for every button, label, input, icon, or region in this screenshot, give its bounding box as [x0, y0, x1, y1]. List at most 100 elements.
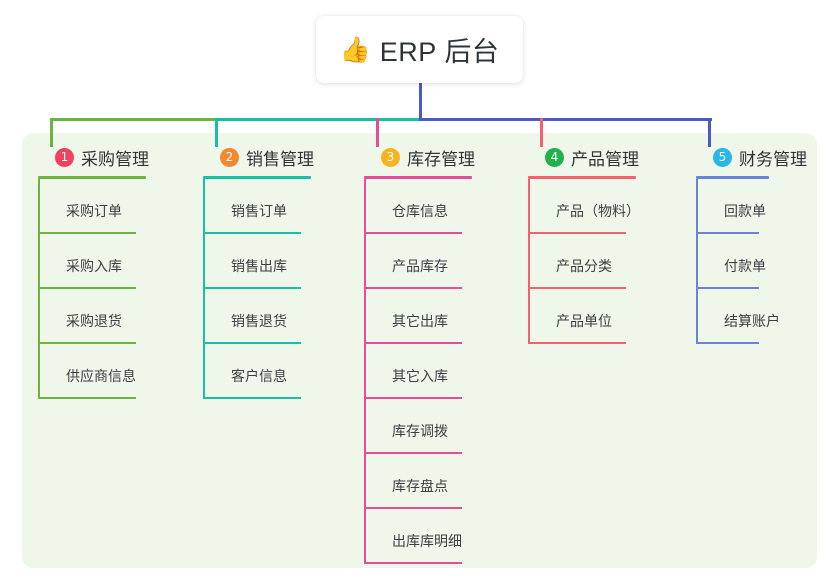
column-header-5[interactable]: 5 财务管理 [696, 144, 821, 170]
list-item[interactable]: 产品（物料） [528, 179, 688, 234]
column-spine-2 [203, 179, 205, 399]
column-title-5: 财务管理 [739, 149, 807, 169]
list-item[interactable]: 库存调拨 [364, 399, 524, 454]
column-5: 5 财务管理回款单付款单结算账户 [696, 144, 821, 344]
list-item-underline [203, 287, 301, 289]
list-item-underline [38, 232, 136, 234]
list-item-underline [364, 507, 462, 509]
list-item-underline [203, 232, 301, 234]
mindmap-panel [22, 133, 817, 568]
drop-line-3 [376, 118, 379, 147]
list-item[interactable]: 库存盘点 [364, 454, 524, 509]
list-item-label: 销售出库 [231, 258, 287, 274]
list-item-underline [696, 232, 759, 234]
root-node-title: ERP 后台 [379, 37, 500, 67]
list-item-label: 客户信息 [231, 368, 287, 384]
column-underline-3 [364, 176, 472, 179]
list-item-label: 采购入库 [66, 258, 122, 274]
list-item[interactable]: 其它出库 [364, 289, 524, 344]
column-header-1[interactable]: 1 采购管理 [38, 144, 198, 170]
column-spine-4 [528, 179, 530, 344]
list-item-label: 结算账户 [724, 313, 780, 329]
column-title-2: 销售管理 [246, 149, 314, 169]
column-items-5: 回款单付款单结算账户 [696, 179, 821, 344]
list-item-label: 产品分类 [556, 258, 612, 274]
column-title-1: 采购管理 [81, 149, 149, 169]
column-items-3: 仓库信息产品库存其它出库其它入库库存调拨库存盘点出库库明细 [364, 179, 524, 564]
column-header-2[interactable]: 2 销售管理 [203, 144, 363, 170]
list-item-underline [38, 342, 136, 344]
column-underline-4 [528, 176, 636, 179]
list-item[interactable]: 产品单位 [528, 289, 688, 344]
column-items-2: 销售订单销售出库销售退货客户信息 [203, 179, 363, 399]
column-items-1: 采购订单采购入库采购退货供应商信息 [38, 179, 198, 399]
list-item-label: 回款单 [724, 203, 766, 219]
column-4: 4 产品管理产品（物料） 产品分类产品单位 [528, 144, 688, 344]
list-item-underline [364, 452, 462, 454]
list-item-label: 付款单 [724, 258, 766, 274]
list-item-underline [364, 397, 462, 399]
list-item[interactable]: 采购订单 [38, 179, 198, 234]
list-item[interactable]: 回款单 [696, 179, 821, 234]
list-item[interactable]: 仓库信息 [364, 179, 524, 234]
column-badge-2: 2 [220, 147, 239, 167]
list-item[interactable]: 销售退货 [203, 289, 363, 344]
column-underline-2 [203, 176, 311, 179]
column-items-4: 产品（物料） 产品分类产品单位 [528, 179, 688, 344]
list-item[interactable]: 产品库存 [364, 234, 524, 289]
column-header-3[interactable]: 3 库存管理 [364, 144, 524, 170]
bus-segment-1 [50, 118, 218, 121]
list-item-underline [364, 287, 462, 289]
column-header-4[interactable]: 4 产品管理 [528, 144, 688, 170]
column-badge-3: 3 [381, 147, 400, 167]
list-item-underline [696, 342, 759, 344]
list-item[interactable]: 销售订单 [203, 179, 363, 234]
column-3: 3 库存管理仓库信息产品库存其它出库其它入库库存调拨库存盘点出库库明细 [364, 144, 524, 564]
list-item[interactable]: 采购退货 [38, 289, 198, 344]
list-item-underline [528, 287, 626, 289]
list-item-label: 其它入库 [392, 368, 448, 384]
column-badge-5: 5 [713, 147, 732, 167]
list-item[interactable]: 采购入库 [38, 234, 198, 289]
thumbs-up-icon: 👍 [339, 36, 371, 64]
list-item[interactable]: 供应商信息 [38, 344, 198, 399]
list-item-label: 产品库存 [392, 258, 448, 274]
root-node-card[interactable]: 👍 ERP 后台 [316, 16, 523, 83]
column-title-3: 库存管理 [407, 149, 475, 169]
list-item[interactable]: 结算账户 [696, 289, 821, 344]
list-item-underline [38, 397, 136, 399]
column-1: 1 采购管理采购订单采购入库采购退货供应商信息 [38, 144, 198, 399]
list-item[interactable]: 出库库明细 [364, 509, 524, 564]
column-spine-1 [38, 179, 40, 399]
list-item-label: 产品（物料） [556, 203, 640, 219]
column-spine-5 [696, 179, 698, 344]
column-title-4: 产品管理 [571, 149, 639, 169]
list-item[interactable]: 其它入库 [364, 344, 524, 399]
list-item-label: 销售退货 [231, 313, 287, 329]
column-badge-1: 1 [55, 147, 74, 167]
list-item-underline [528, 232, 626, 234]
drop-line-1 [50, 118, 53, 147]
bus-segment-3 [419, 118, 712, 121]
list-item-underline [364, 232, 462, 234]
trunk-line [419, 83, 422, 121]
list-item-label: 库存盘点 [392, 478, 448, 494]
list-item-label: 采购退货 [66, 313, 122, 329]
list-item-underline [364, 342, 462, 344]
column-underline-1 [38, 176, 146, 179]
list-item[interactable]: 产品分类 [528, 234, 688, 289]
list-item[interactable]: 销售出库 [203, 234, 363, 289]
list-item[interactable]: 付款单 [696, 234, 821, 289]
list-item-label: 采购订单 [66, 203, 122, 219]
column-spine-3 [364, 179, 366, 564]
list-item-label: 供应商信息 [66, 368, 136, 384]
drop-line-2 [215, 118, 218, 147]
list-item-underline [696, 287, 759, 289]
list-item-label: 出库库明细 [392, 533, 462, 549]
column-underline-5 [696, 176, 769, 179]
list-item[interactable]: 客户信息 [203, 344, 363, 399]
list-item-label: 销售订单 [231, 203, 287, 219]
list-item-label: 其它出库 [392, 313, 448, 329]
list-item-underline [528, 342, 626, 344]
column-badge-4: 4 [545, 147, 564, 167]
